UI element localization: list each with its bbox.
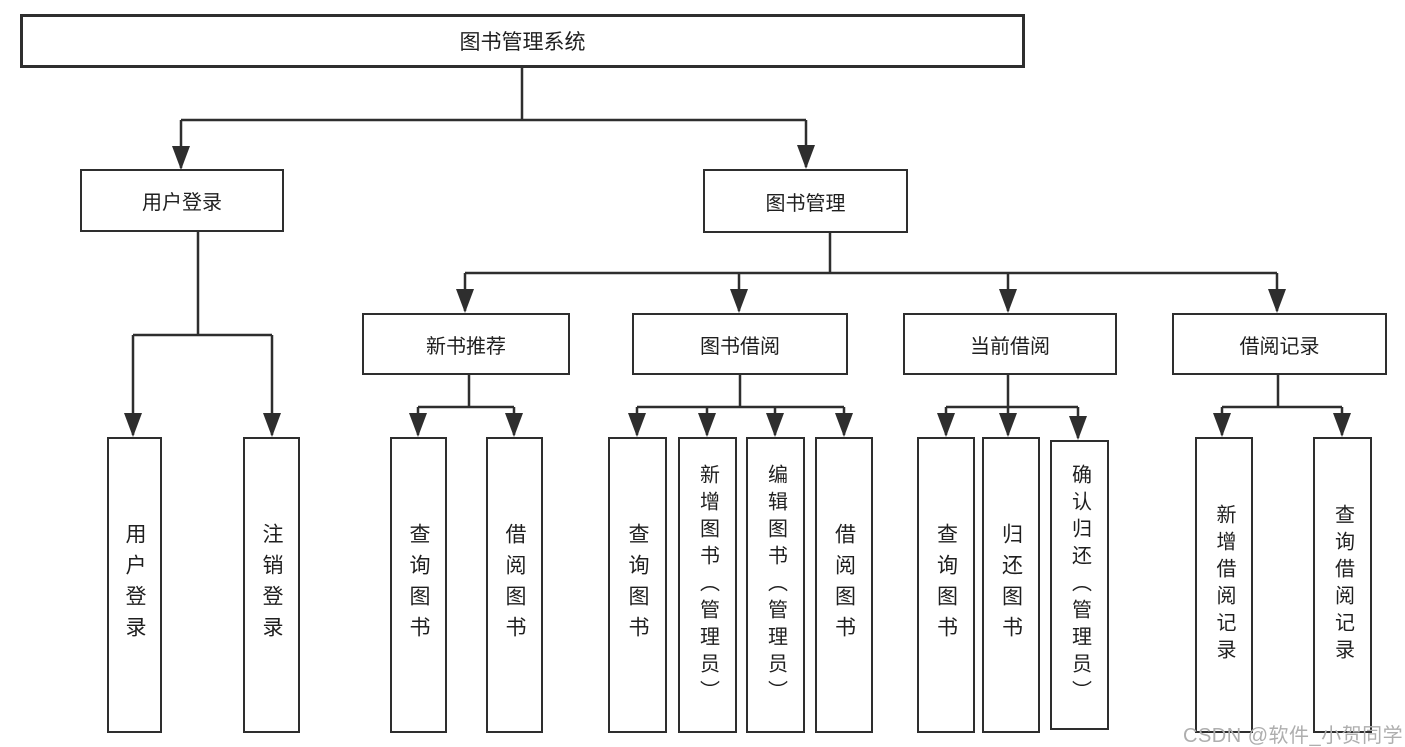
leaf-return-books: 归还图书 (982, 437, 1040, 733)
leaf-query-books-recommend: 查询图书 (390, 437, 447, 733)
node-new-book-recommendation-label: 新书推荐 (426, 335, 506, 358)
leaf-borrow-books-recommend: 借阅图书 (486, 437, 543, 733)
leaf-query-borrow-record: 查询借阅记录 (1313, 437, 1372, 733)
leaf-query-books-borrowing-label: 查询图书 (626, 523, 649, 647)
node-current-borrowing-label: 当前借阅 (970, 335, 1050, 358)
leaf-user-login: 用户登录 (107, 437, 162, 733)
leaf-add-books-admin: 新增图书（管理员） (678, 437, 737, 733)
leaf-query-borrow-record-label: 查询借阅记录 (1331, 504, 1354, 666)
leaf-query-books-borrowing: 查询图书 (608, 437, 667, 733)
leaf-borrow-books-label: 借阅图书 (832, 523, 856, 647)
node-borrowing-records-label: 借阅记录 (1239, 335, 1320, 358)
leaf-query-books-recommend-label: 查询图书 (407, 523, 430, 647)
node-library-system-label: 图书管理系统 (459, 31, 586, 54)
leaf-add-borrow-record: 新增借阅记录 (1195, 437, 1253, 733)
node-user-login-label: 用户登录 (142, 192, 222, 214)
leaf-confirm-return-admin: 确认归还（管理员） (1050, 440, 1109, 730)
csdn-watermark: CSDN @软件_小贺同学 (1183, 725, 1404, 747)
leaf-borrow-books: 借阅图书 (815, 437, 873, 733)
leaf-logout: 注销登录 (243, 437, 300, 733)
leaf-query-books-current: 查询图书 (917, 437, 975, 733)
node-new-book-recommendation: 新书推荐 (362, 313, 570, 375)
node-book-management-label: 图书管理 (765, 192, 846, 215)
node-book-borrowing: 图书借阅 (632, 313, 848, 375)
leaf-edit-books-admin-label: 编辑图书（管理员） (764, 463, 787, 707)
leaf-add-books-admin-label: 新增图书（管理员） (696, 463, 719, 707)
leaf-borrow-books-recommend-label: 借阅图书 (503, 523, 526, 647)
leaf-confirm-return-admin-label: 确认归还（管理员） (1068, 463, 1091, 707)
leaf-logout-label: 注销登录 (260, 523, 283, 647)
node-book-management: 图书管理 (703, 169, 908, 233)
leaf-return-books-label: 归还图书 (999, 523, 1023, 647)
leaf-query-books-current-label: 查询图书 (934, 523, 958, 647)
node-library-system: 图书管理系统 (20, 14, 1025, 68)
node-borrowing-records: 借阅记录 (1172, 313, 1387, 375)
node-book-borrowing-label: 图书借阅 (700, 335, 780, 358)
leaf-add-borrow-record-label: 新增借阅记录 (1213, 504, 1235, 666)
node-user-login: 用户登录 (80, 169, 284, 232)
leaf-user-login-label: 用户登录 (123, 523, 146, 647)
node-current-borrowing: 当前借阅 (903, 313, 1117, 375)
leaf-edit-books-admin: 编辑图书（管理员） (746, 437, 805, 733)
